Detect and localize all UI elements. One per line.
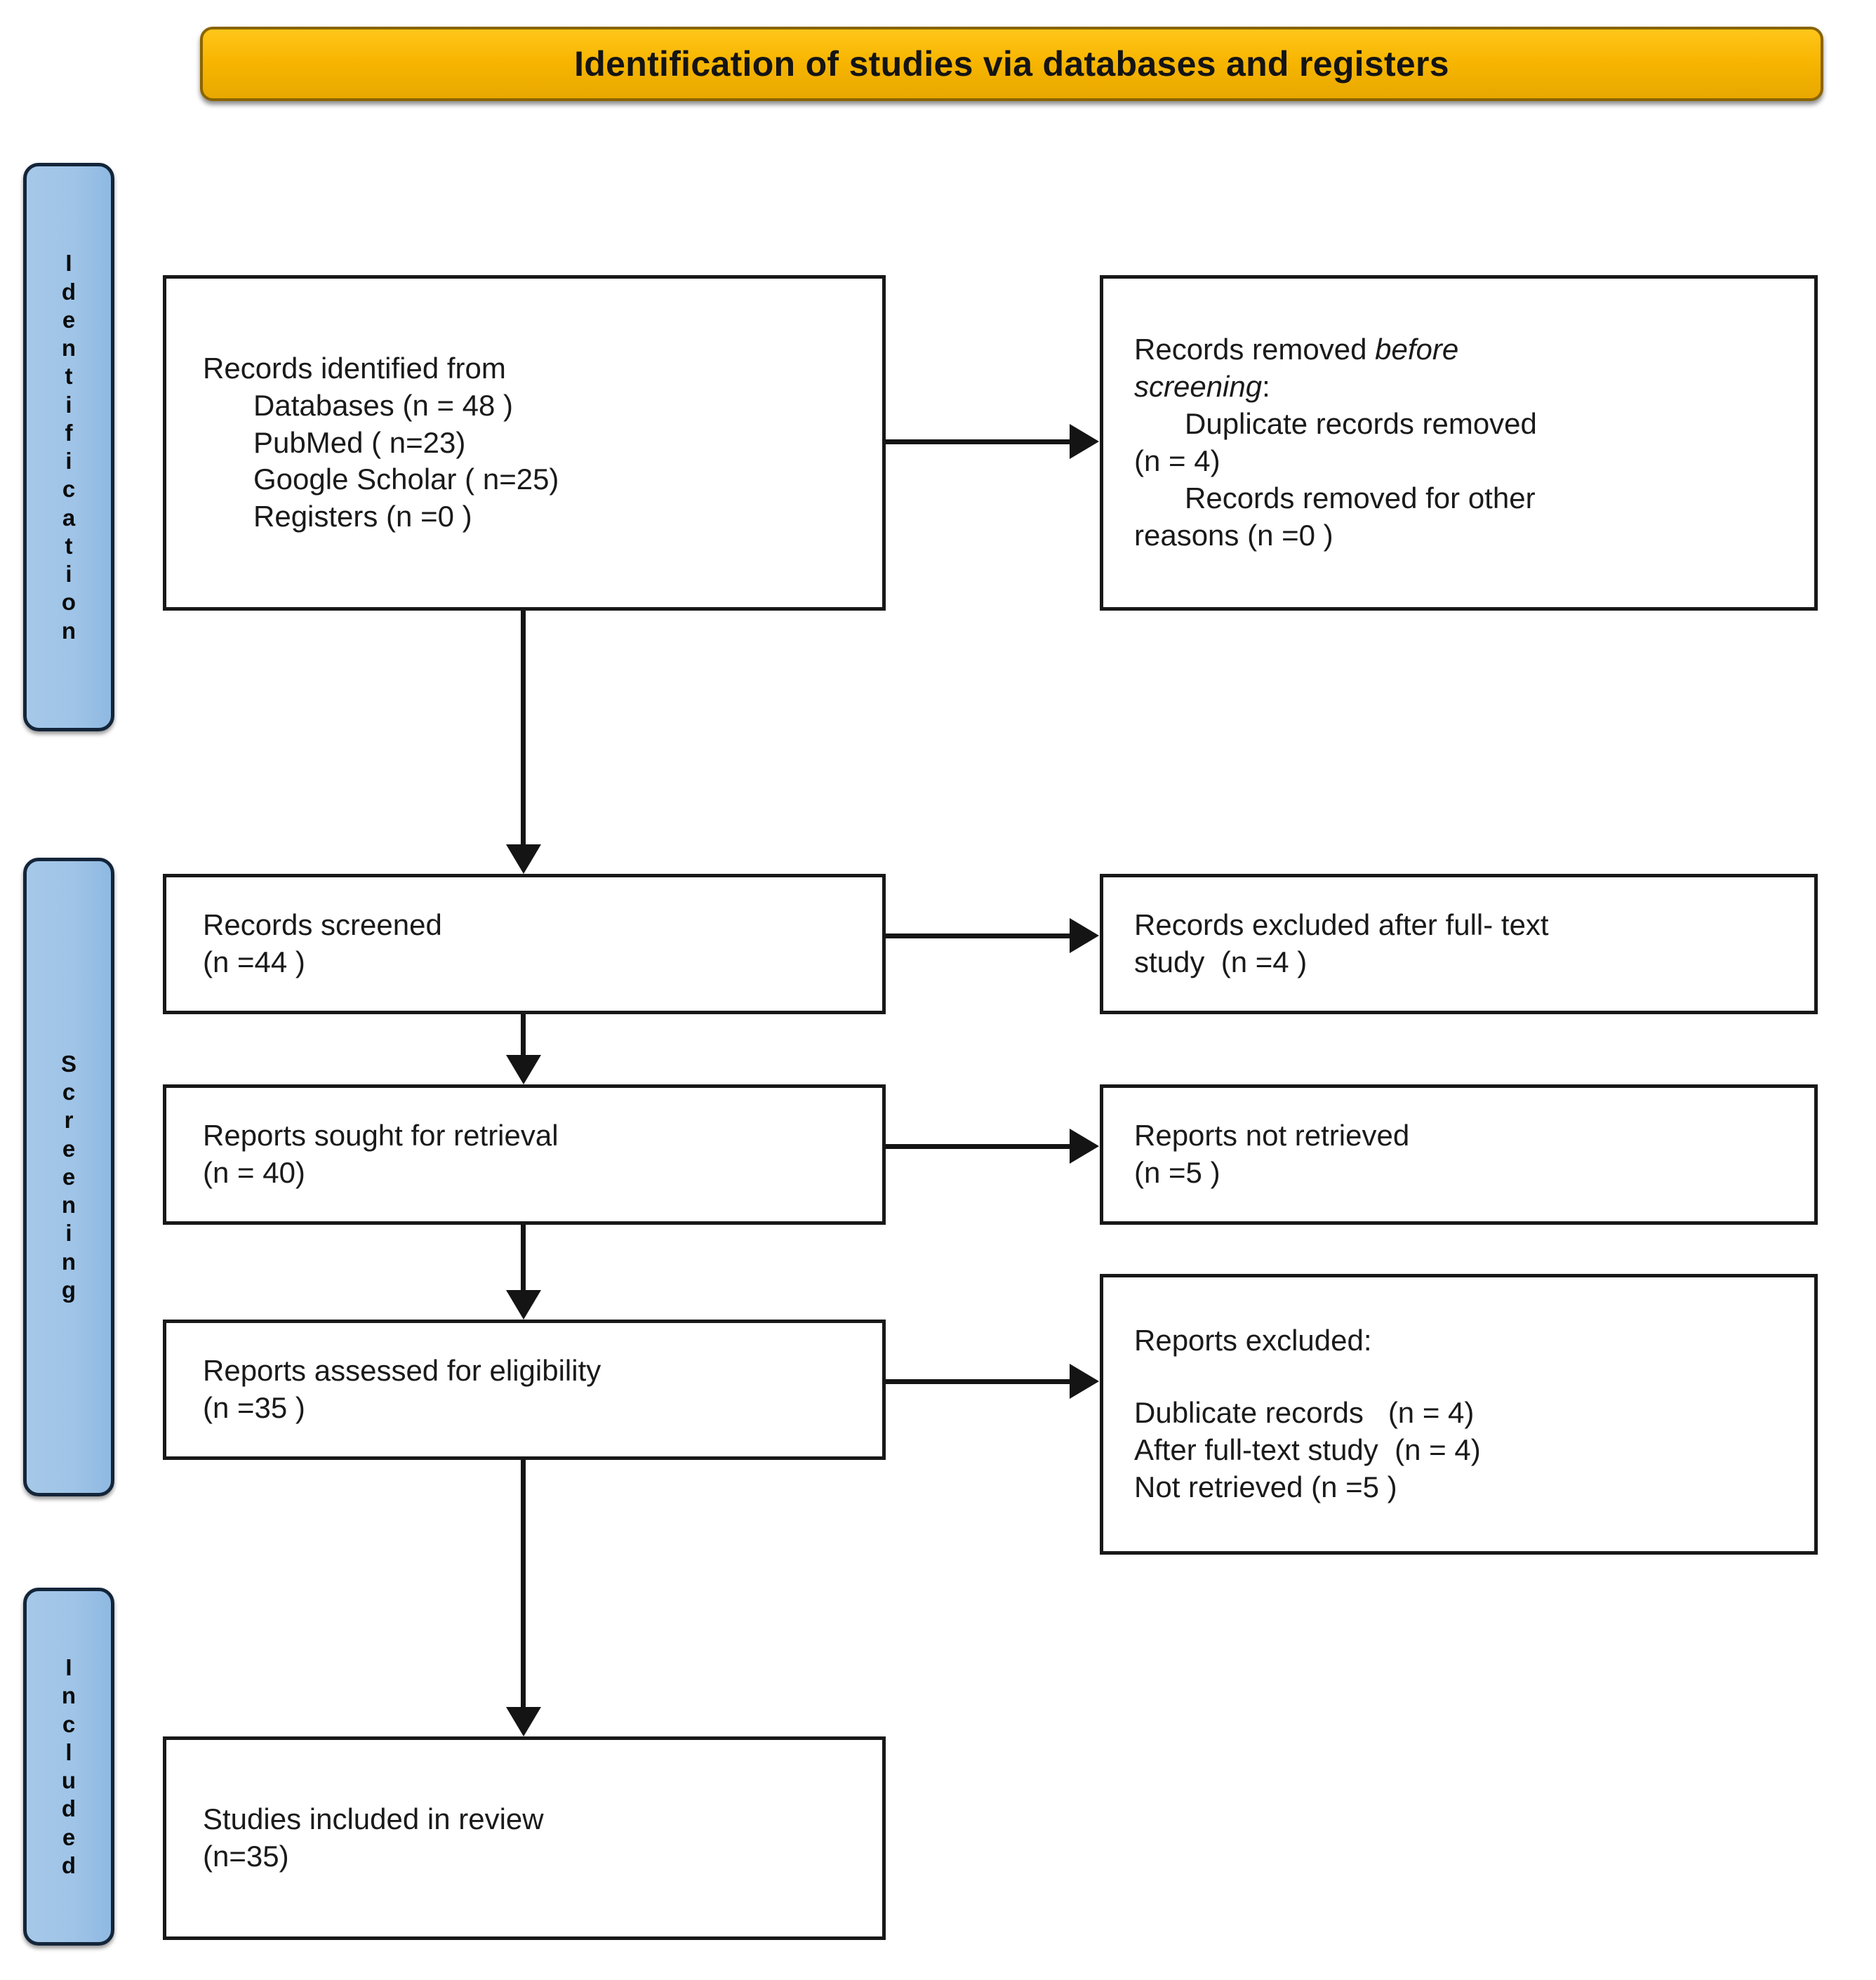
- box-line: Not retrieved (n =5 ): [1134, 1470, 1397, 1503]
- stage-letter: c: [62, 1710, 76, 1737]
- box-line: After full-text study (n = 4): [1134, 1433, 1481, 1466]
- box-line: Reports assessed for eligibility: [203, 1354, 601, 1388]
- stage-bar-identification: I d e n t i f i c a t i o n: [23, 163, 114, 731]
- connector-identified-to-removed: [886, 439, 1070, 444]
- arrow-down-icon: [506, 1707, 541, 1736]
- arrow-right-icon: [1070, 918, 1099, 953]
- stage-letter: c: [62, 1079, 76, 1105]
- box-line: Dublicate records (n = 4): [1134, 1396, 1475, 1430]
- reports-sought-for-retrieval-box: Reports sought for retrieval (n = 40): [163, 1084, 886, 1225]
- stage-letter: e: [62, 1823, 76, 1850]
- stage-letter: o: [61, 589, 76, 616]
- stage-letter: n: [61, 617, 76, 644]
- box-line: reasons (n =0 ): [1134, 518, 1333, 552]
- stage-letter: n: [61, 1192, 76, 1218]
- stage-letter: i: [65, 561, 72, 587]
- box-line: Records identified from: [203, 351, 506, 385]
- stage-letter: e: [62, 1163, 76, 1190]
- stage-letter: d: [61, 1795, 76, 1822]
- stage-letter: i: [65, 448, 72, 474]
- arrow-right-icon: [1070, 424, 1099, 459]
- stage-letter: t: [65, 532, 73, 559]
- connector-sought-to-not-retrieved: [886, 1144, 1070, 1149]
- box-line: PubMed ( n=23): [253, 425, 466, 459]
- box-line: Databases (n = 48 ): [253, 388, 514, 422]
- records-excluded-box: Records excluded after full- text study …: [1100, 874, 1818, 1014]
- diagram-title: Identification of studies via databases …: [574, 44, 1449, 84]
- arrow-down-icon: [506, 844, 541, 874]
- connector-screened-to-excluded: [886, 933, 1070, 938]
- arrow-right-icon: [1070, 1129, 1099, 1164]
- stage-letter: a: [62, 504, 76, 531]
- stage-letter: n: [61, 335, 76, 361]
- box-line: (n =44 ): [203, 945, 305, 978]
- stage-letter: e: [62, 306, 76, 333]
- studies-included-in-review-box: Studies included in review (n=35): [163, 1736, 886, 1940]
- stage-letter: e: [62, 1135, 76, 1162]
- connector-identified-to-screened: [521, 611, 526, 844]
- stage-letter: u: [61, 1767, 76, 1793]
- stage-bar-included: I n c l u d e d: [23, 1588, 114, 1946]
- records-screened-box: Records screened (n =44 ): [163, 874, 886, 1014]
- box-line: (n =5 ): [1134, 1156, 1220, 1189]
- stage-letter: f: [65, 419, 73, 446]
- box-line: Reports excluded:: [1134, 1324, 1372, 1357]
- box-line-emphasis: screening: [1134, 370, 1263, 404]
- box-line: Registers (n =0 ): [253, 500, 472, 533]
- connector-assessed-to-excluded: [886, 1379, 1070, 1384]
- box-line: (n=35): [203, 1840, 289, 1873]
- box-line: Records removed for other: [1185, 481, 1536, 514]
- stage-bar-screening: S c r e e n i n g: [23, 858, 114, 1496]
- box-line: (n = 40): [203, 1156, 305, 1189]
- diagram-title-banner: Identification of studies via databases …: [200, 27, 1823, 101]
- stage-letter: c: [62, 476, 76, 503]
- connector-assessed-to-included: [521, 1460, 526, 1707]
- stage-letter: I: [65, 1654, 72, 1680]
- stage-letter: n: [61, 1248, 76, 1275]
- stage-letter: S: [60, 1050, 76, 1077]
- stage-letter: l: [65, 1739, 72, 1765]
- box-line: Records screened: [203, 908, 442, 942]
- records-identified-box: Records identified from Databases (n = 4…: [163, 275, 886, 611]
- stage-letter: r: [64, 1107, 74, 1134]
- box-line: (n = 4): [1134, 444, 1220, 477]
- arrow-right-icon: [1070, 1364, 1099, 1399]
- box-line: Records removed before: [1134, 331, 1796, 368]
- box-line: Reports sought for retrieval: [203, 1119, 559, 1152]
- box-line-spacer: [1134, 1360, 1796, 1395]
- box-line: Duplicate records removed: [1185, 407, 1537, 441]
- stage-letter: n: [61, 1682, 76, 1709]
- arrow-down-icon: [506, 1290, 541, 1320]
- stage-letter: i: [65, 1220, 72, 1247]
- arrow-down-icon: [506, 1055, 541, 1084]
- box-line: Records excluded after full- text: [1134, 908, 1549, 942]
- box-line: screening:: [1134, 368, 1796, 406]
- records-removed-before-screening-box: Records removed before screening: Duplic…: [1100, 275, 1818, 611]
- box-line: (n =35 ): [203, 1391, 305, 1424]
- box-line: Google Scholar ( n=25): [253, 463, 559, 496]
- reports-excluded-box: Reports excluded: Dublicate records (n =…: [1100, 1274, 1818, 1555]
- reports-not-retrieved-box: Reports not retrieved (n =5 ): [1100, 1084, 1818, 1225]
- box-line: study (n =4 ): [1134, 945, 1308, 978]
- stage-letter: i: [65, 391, 72, 418]
- stage-letter: t: [65, 363, 73, 390]
- box-line: Studies included in review: [203, 1802, 544, 1836]
- box-line-text: :: [1262, 370, 1270, 404]
- stage-letter: d: [61, 1852, 76, 1878]
- reports-assessed-for-eligibility-box: Reports assessed for eligibility (n =35 …: [163, 1320, 886, 1460]
- stage-letter: I: [65, 250, 72, 277]
- box-line: Reports not retrieved: [1134, 1119, 1410, 1152]
- stage-letter: g: [61, 1276, 76, 1303]
- box-line-emphasis: before: [1375, 333, 1459, 366]
- connector-screened-to-sought: [521, 1014, 526, 1055]
- box-line-text: Records removed: [1134, 333, 1376, 366]
- stage-letter: d: [61, 278, 76, 305]
- connector-sought-to-assessed: [521, 1225, 526, 1290]
